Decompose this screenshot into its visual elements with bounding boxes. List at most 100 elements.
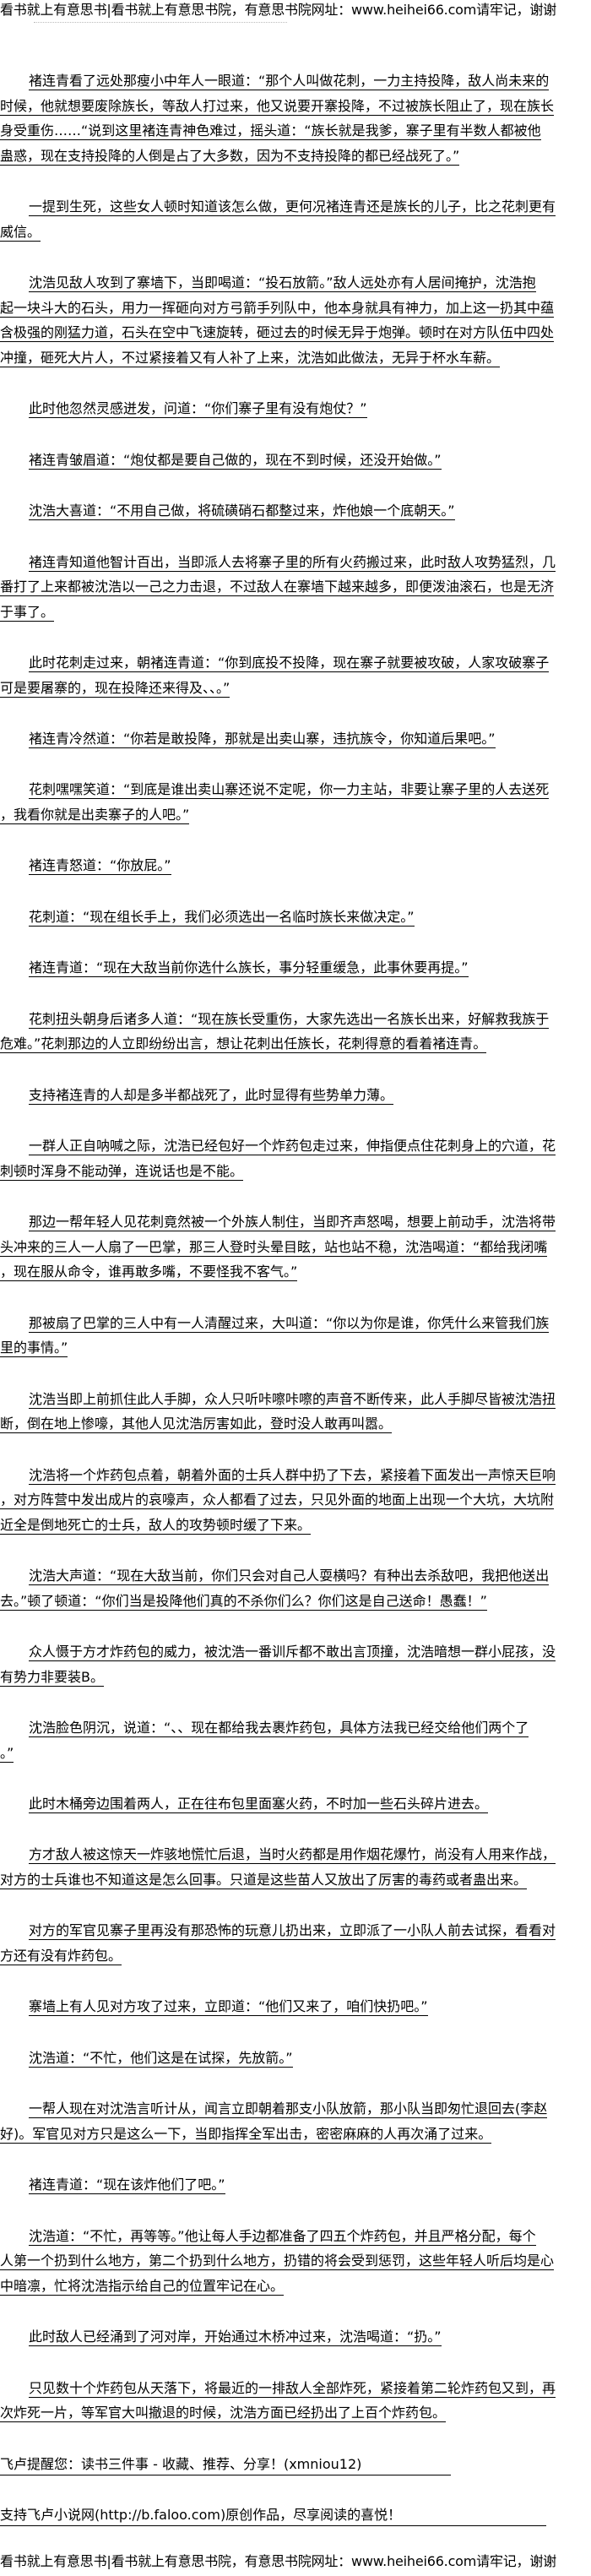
- line-text: 人第一个扔到什么地方，第二个扔到什么地方，扔错的将会受到惩罚，这些年轻人听后均是…: [0, 2253, 555, 2271]
- paragraph: 方才敌人被这惊天一炸骇地慌忙后退，当时火药都是用作烟花爆竹，尚没有人用来作战，对…: [0, 1842, 591, 1892]
- paragraph: 花刺道：“现在组长手上，我们必须选出一名临时族长来做决定。”: [0, 905, 591, 930]
- line-text: ，对方阵营中发出成片的哀嚎声，众人都看了过去，只见外面的地面上出现一个大坑，大坑…: [0, 1492, 555, 1510]
- text-line: 去。”顿了顿道：“你们当是投降他们真的不杀你们么？你们这是自己送命！愚蠢！”: [0, 1589, 591, 1614]
- line-text: 。”: [0, 1744, 14, 1763]
- text-line: 此时他忽然灵感迸发，问道：“你们寨子里有没有炮仗？”: [0, 396, 591, 421]
- paragraph: 褚连青冷然道：“你若是敢投降，那就是出卖山寨，违抗族令，你知道后果吧。”: [0, 726, 591, 752]
- text-line: 此时敌人已经涌到了河对岸，开始通过木桥冲过来，沈浩喝道：“扔。”: [0, 2324, 591, 2350]
- text-line: 里的事情。”: [0, 1335, 591, 1361]
- paragraph: 沈浩脸色阴沉，说道：“、、现在都给我去裹炸药包，具体方法我已经交给他们两个了。”: [0, 1715, 591, 1765]
- text-line: 众人慑于方才炸药包的威力，被沈浩一番训斥都不敢出言顶撞，沈浩暗想一群小屁孩，没: [0, 1639, 591, 1665]
- line-text: 对方的士兵谁也不知道这是怎么回事。只道是这些苗人又放出了厉害的毒药或者蛊出来。: [0, 1872, 528, 1890]
- line-text: 中暗凛，忙将沈浩指示给自己的位置牢记在心。: [0, 2277, 285, 2296]
- line-text: 此时敌人已经涌到了河对岸，开始通过木桥冲过来，沈浩喝道：“扔。”: [29, 2329, 442, 2347]
- paragraph: 花刺扭头朝身后诸多人道：“现在族长受重伤，大家先选出一名族长出来，好解救我族于危…: [0, 1007, 591, 1057]
- paragraph: 沈浩当即上前抓住此人手脚，众人只听咔嚓咔嚓的声音不断传来，此人手脚尽皆被沈浩扭断…: [0, 1387, 591, 1437]
- paragraph: 沈浩大声道：“现在大敌当前，你们只会对自己人耍横吗？有种出去杀敌吧，我把他送出去…: [0, 1563, 591, 1613]
- paragraph: 此时他忽然灵感迸发，问道：“你们寨子里有没有炮仗？”: [0, 396, 591, 421]
- text-line: 褚连青冷然道：“你若是敢投降，那就是出卖山寨，违抗族令，你知道后果吧。”: [0, 726, 591, 752]
- text-line: 次炸死一片，等军官大叫撤退的时候，沈浩方面已经扔出了上百个炸药包。: [0, 2400, 591, 2426]
- support-link-text[interactable]: 支持飞卢小说网(http://b.faloo.com)原创作品，尽享阅读的喜悦！: [0, 2506, 546, 2526]
- line-text: 有势力非要装B。: [0, 1668, 104, 1687]
- paragraph: 支持褚连青的人却是多半都战死了，此时显得有些势单力薄。: [0, 1083, 591, 1108]
- line-text: 褚连青皱眉道：“炮仗都是要自己做的，现在不到时候，还没开始做。”: [29, 451, 442, 470]
- text-line: 。”: [0, 1741, 591, 1766]
- reminder-paragraph: 飞卢提醒您：读书三件事 - 收藏、推荐、分享！(xmniou12): [0, 2452, 591, 2477]
- line-text: 去。”顿了顿道：“你们当是投降他们真的不杀你们么？你们这是自己送命！愚蠢！”: [0, 1592, 487, 1611]
- text-line: 番打了上来都被沈浩以一己之力击退，不过敌人在寨墙下越来越多，即便泼油滚石，也是无…: [0, 574, 591, 600]
- text-line: 沈浩大声道：“现在大敌当前，你们只会对自己人耍横吗？有种出去杀敌吧，我把他送出: [0, 1563, 591, 1589]
- site-banner-top: 看书就上有意思书|看书就上有意思书院，有意思书院网址：www.heihei66.…: [0, 2, 556, 18]
- paragraph: 沈浩道：“不忙，他们这是在试探，先放箭。”: [0, 2046, 591, 2071]
- text-line: 褚连青怒道：“你放屁。”: [0, 853, 591, 878]
- line-text: 方还有没有炸药包。: [0, 1948, 122, 1966]
- line-text: 花刺道：“现在组长手上，我们必须选出一名临时族长来做决定。”: [29, 908, 415, 927]
- text-line: 一帮人现在对沈浩言听计从，闻言立即朝着那支小队放箭，那小队当即匆忙退回去(李赵: [0, 2096, 591, 2122]
- text-line: 褚连青皱眉道：“炮仗都是要自己做的，现在不到时候，还没开始做。”: [0, 448, 591, 473]
- line-text: 此时木桶旁边围着两人，正在往布包里面塞火药，不时加一些石头碎片进去。: [29, 1796, 489, 1814]
- support-paragraph: 支持飞卢小说网(http://b.faloo.com)原创作品，尽享阅读的喜悦！: [0, 2503, 591, 2528]
- reminder-text: 飞卢提醒您：读书三件事 - 收藏、推荐、分享！(xmniou12): [0, 2455, 451, 2475]
- text-line: 对方的士兵谁也不知道这是怎么回事。只道是这些苗人又放出了厉害的毒药或者蛊出来。: [0, 1867, 591, 1893]
- line-text: 那边一帮年轻人见花刺竟然被一个外族人制住，当即齐声怒喝，想要上前动手，沈浩将带: [29, 1213, 556, 1231]
- line-text: 沈浩大喜道：“不用自己做，将硫磺硝石都整过来，炸他娘一个底朝天。”: [29, 503, 455, 521]
- line-text: 头冲来的三人一人扇了一巴掌，那三人登时头晕目眩，站也站不稳，沈浩喝道：“都给我闭…: [0, 1238, 548, 1257]
- paragraph: 沈浩将一个炸药包点着，朝着外面的士兵人群中扔了下去，紧接着下面发出一声惊天巨响，…: [0, 1463, 591, 1538]
- line-text: 次炸死一片，等军官大叫撤退的时候，沈浩方面已经扔出了上百个炸药包。: [0, 2405, 447, 2423]
- text-line: 身受重伤……“说到这里褚连青神色难过，摇头道：“族长就是我爹，寨子里有半数人都被…: [0, 118, 591, 144]
- text-line: 花刺嘿嘿笑道：“到底是谁出卖山寨还说不定呢，你一力主站，非要让寨子里的人去送死: [0, 777, 591, 802]
- line-text: 威信。: [0, 223, 41, 242]
- site-banner-bottom: 看书就上有意思书|看书就上有意思书院，有意思书院网址：www.heihei66.…: [0, 2553, 556, 2569]
- line-text: 此时他忽然灵感迸发，问道：“你们寨子里有没有炮仗？”: [29, 400, 367, 419]
- text-line: 支持褚连青的人却是多半都战死了，此时显得有些势单力薄。: [0, 1083, 591, 1108]
- text-line: ，我看你就是出卖寨子的人吧。”: [0, 802, 591, 828]
- line-text: 番打了上来都被沈浩以一己之力击退，不过敌人在寨墙下越来越多，即便泼油滚石，也是无…: [0, 579, 555, 597]
- line-text: 花刺嘿嘿笑道：“到底是谁出卖山寨还说不定呢，你一力主站，非要让寨子里的人去送死: [29, 781, 550, 800]
- line-text: 褚连青怒道：“你放屁。”: [29, 857, 171, 876]
- line-text: 身受重伤……“说到这里褚连青神色难过，摇头道：“族长就是我爹，寨子里有半数人都被…: [0, 122, 541, 141]
- chapter-body: 褚连青看了远处那瘦小中年人一眼道：“那个人叫做花刺，一力主持投降，敌人尚未来的时…: [0, 68, 591, 2553]
- text-line: 那被扇了巴掌的三人中有一人清醒过来，大叫道：“你以为你是谁，你凭什么来管我们族: [0, 1311, 591, 1336]
- line-text: 众人慑于方才炸药包的威力，被沈浩一番训斥都不敢出言顶撞，沈浩暗想一群小屁孩，没: [29, 1644, 556, 1662]
- paragraph: 褚连青道：“现在大敌当前你选什么族长，事分轻重缓急，此事休要再提。”: [0, 955, 591, 981]
- text-line: 起一块斗大的石头，用力一挥砸向对方弓箭手列队中，他本身就具有神力，加上这一扔其中…: [0, 296, 591, 321]
- text-line: 时候，他就想要废除族长，等敌人打过来，他又说要开寨投降，不过被族长阻止了，现在族…: [0, 94, 591, 119]
- paragraph: 众人慑于方才炸药包的威力，被沈浩一番训斥都不敢出言顶撞，沈浩暗想一群小屁孩，没有…: [0, 1639, 591, 1689]
- line-text: 含极强的刚猛力道，石头在空中飞速旋转，砸过去的时候无异于炮弹。顿时在对方队伍中四…: [0, 324, 555, 343]
- line-text: 里的事情。”: [0, 1340, 68, 1358]
- text-line: 褚连青道：“现在大敌当前你选什么族长，事分轻重缓急，此事休要再提。”: [0, 955, 591, 981]
- text-line: 好)。军官见对方只是这么一下，当即指挥全军出击，密密麻麻的人再次涌了过来。: [0, 2122, 591, 2147]
- text-line: 可是要屠寨的，现在投降还来得及、、。”: [0, 676, 591, 701]
- text-line: 那边一帮年轻人见花刺竟然被一个外族人制住，当即齐声怒喝，想要上前动手，沈浩将带: [0, 1209, 591, 1235]
- paragraph: 沈浩大喜道：“不用自己做，将硫磺硝石都整过来，炸他娘一个底朝天。”: [0, 498, 591, 524]
- line-text: ，现在服从命令，谁再敢多嘴，不要怪我不客气。”: [0, 1264, 298, 1282]
- text-line: 只见数十个炸药包从天落下，将最近的一排敌人全部炸死，紧接着第二轮炸药包又到，再: [0, 2376, 591, 2401]
- text-line: 含极强的刚猛力道，石头在空中飞速旋转，砸过去的时候无异于炮弹。顿时在对方队伍中四…: [0, 320, 591, 345]
- paragraph: 褚连青怒道：“你放屁。”: [0, 853, 591, 878]
- text-line: 此时花刺走过来，朝褚连青道：“你到底投不投降，现在寨子就要被攻破，人家攻破寨子: [0, 650, 591, 676]
- paragraph: 褚连青道：“现在该炸他们了吧。”: [0, 2172, 591, 2198]
- line-text: 危难。”花刺那边的人立即纷纷出言，想让花刺出任族长，花刺得意的看着褚连青。: [0, 1035, 487, 1054]
- line-text: 起一块斗大的石头，用力一挥砸向对方弓箭手列队中，他本身就具有神力，加上这一扔其中…: [0, 299, 555, 318]
- text-line: 冲撞，砸死大片人，不过紧接着又有人补了上来，沈浩如此做法，无异于杯水车薪。: [0, 345, 591, 371]
- line-text: 可是要屠寨的，现在投降还来得及、、。”: [0, 679, 230, 698]
- line-text: 沈浩道：“不忙，他们这是在试探，先放箭。”: [29, 2049, 293, 2068]
- text-line: 于事了。: [0, 600, 591, 625]
- line-text: 褚连青冷然道：“你若是敢投降，那就是出卖山寨，违抗族令，你知道后果吧。”: [29, 731, 496, 749]
- line-text: 花刺扭头朝身后诸多人道：“现在族长受重伤，大家先选出一名族长出来，好解救我族于: [29, 1010, 550, 1029]
- line-text: 于事了。: [0, 603, 55, 622]
- paragraph: 一提到生死，这些女人顿时知道该怎么做，更何况褚连青还是族长的儿子，比之花刺更有威…: [0, 194, 591, 244]
- line-text: 寨墙上有人见对方攻了过来，立即道：“他们又来了，咱们快扔吧。”: [29, 1998, 428, 2017]
- line-text: 一提到生死，这些女人顿时知道该怎么做，更何况褚连青还是族长的儿子，比之花刺更有: [29, 198, 556, 217]
- line-text: 沈浩当即上前抓住此人手脚，众人只听咔嚓咔嚓的声音不断传来，此人手脚尽皆被沈浩扭: [29, 1390, 556, 1409]
- paragraph: 寨墙上有人见对方攻了过来，立即道：“他们又来了，咱们快扔吧。”: [0, 1994, 591, 2019]
- text-line: 威信。: [0, 220, 591, 245]
- text-line: 此时木桶旁边围着两人，正在往布包里面塞火药，不时加一些石头碎片进去。: [0, 1791, 591, 1817]
- text-line: ，对方阵营中发出成片的哀嚎声，众人都看了过去，只见外面的地面上出现一个大坑，大坑…: [0, 1487, 591, 1513]
- paragraph: 花刺嘿嘿笑道：“到底是谁出卖山寨还说不定呢，你一力主站，非要让寨子里的人去送死 ，…: [0, 777, 591, 827]
- text-line: 寨墙上有人见对方攻了过来，立即道：“他们又来了，咱们快扔吧。”: [0, 1994, 591, 2019]
- text-line: 有势力非要装B。: [0, 1665, 591, 1690]
- line-text: 刺顿时浑身不能动弹，连说话也是不能。: [0, 1162, 244, 1181]
- line-text: 沈浩脸色阴沉，说道：“、、现在都给我去裹炸药包，具体方法我已经交给他们两个了: [29, 1720, 529, 1738]
- line-text: 冲撞，砸死大片人，不过紧接着又有人补了上来，沈浩如此做法，无异于杯水车薪。: [0, 349, 501, 367]
